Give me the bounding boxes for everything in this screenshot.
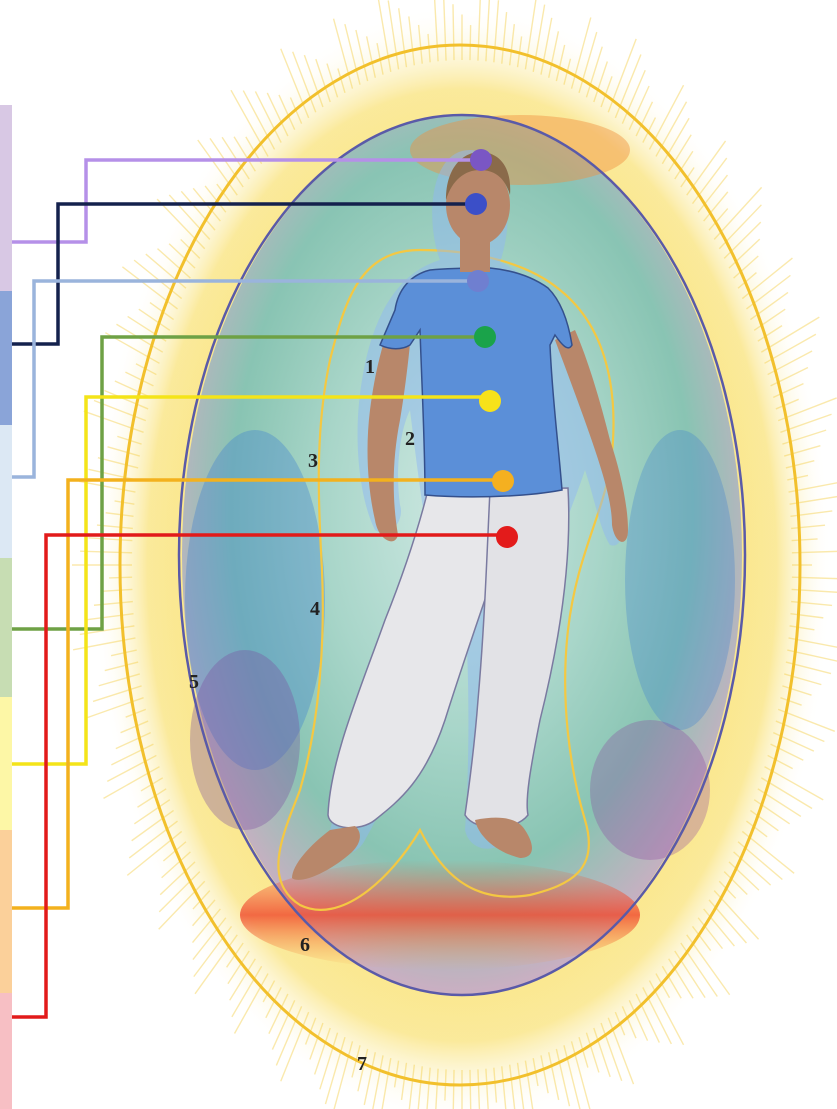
chakra-dot-third-eye (465, 193, 487, 215)
chakra-dot-crown (470, 149, 492, 171)
chakra-dot-heart (474, 326, 496, 348)
strip-root (0, 993, 12, 1109)
strip-heart (0, 558, 12, 697)
strip-crown (0, 105, 12, 291)
chakra-dot-throat (467, 270, 489, 292)
chakra-dot-solar-plexus (479, 390, 501, 412)
strip-third-eye (0, 291, 12, 425)
layer-number-7: 7 (357, 1053, 367, 1075)
layer-number-6: 6 (300, 934, 310, 956)
chakra-dot-root (496, 526, 518, 548)
aura-patch-purple-right (590, 720, 710, 860)
chakra-color-strips (0, 105, 12, 1109)
layer-number-3: 3 (308, 450, 318, 472)
layer-number-2: 2 (405, 428, 415, 450)
strip-throat (0, 425, 12, 558)
layer-number-1: 1 (365, 356, 375, 378)
chakra-dot-sacral (492, 470, 514, 492)
layer-number-4: 4 (310, 598, 320, 620)
aura-patch-blue-right (625, 430, 735, 730)
strip-solar-plexus (0, 697, 12, 830)
layer-number-5: 5 (189, 671, 199, 693)
strip-sacral (0, 830, 12, 993)
